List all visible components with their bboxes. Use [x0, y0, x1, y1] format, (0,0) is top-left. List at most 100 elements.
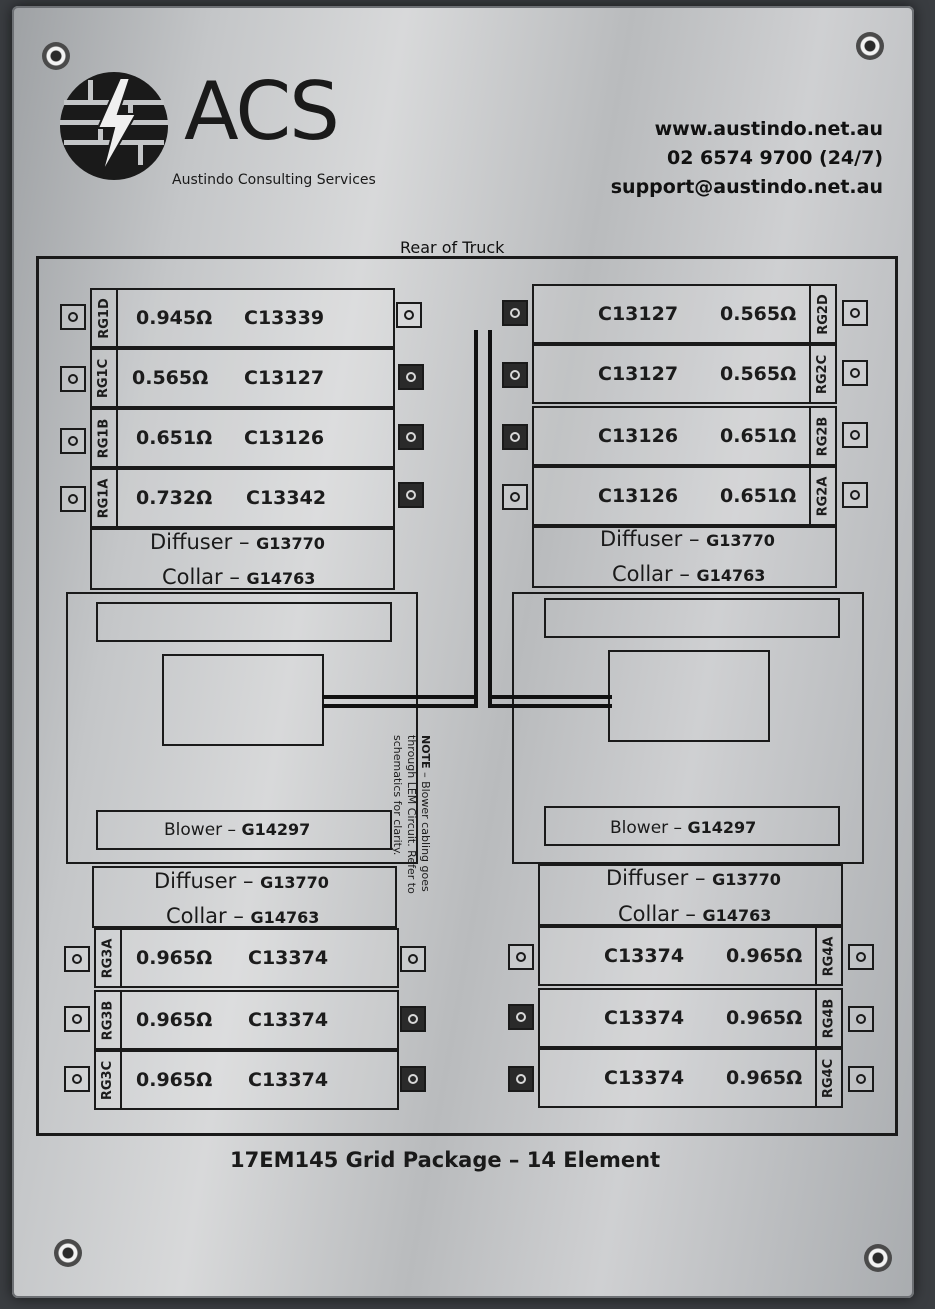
element-code: C13374	[604, 945, 685, 967]
terminal-icon	[842, 360, 868, 386]
email-address: support@austindo.net.au	[610, 176, 883, 198]
rear-of-truck-label: Rear of Truck	[400, 238, 505, 257]
terminal-icon	[848, 1066, 874, 1092]
element-code: C13339	[244, 307, 325, 329]
collar-label: Collar – G14763	[612, 562, 766, 586]
element-id: RG2B	[815, 416, 831, 456]
terminal-icon	[842, 482, 868, 508]
element-rg1a: RG1A 0.732Ω C13342	[90, 468, 395, 528]
blower-cable	[474, 330, 478, 708]
terminal-icon	[842, 422, 868, 448]
terminal-icon	[508, 1004, 534, 1030]
element-resistance: 0.651Ω	[720, 425, 797, 447]
blower-label: Blower – G14297	[610, 818, 757, 838]
diffuser-label: Diffuser – G13770	[150, 530, 325, 554]
terminal-icon	[508, 944, 534, 970]
element-id: RG3A	[100, 938, 116, 978]
element-code: C13127	[598, 363, 679, 385]
element-code: C13374	[248, 1069, 329, 1091]
element-id: RG3B	[100, 1000, 116, 1040]
element-code: C13126	[598, 425, 679, 447]
element-code: C13374	[248, 947, 329, 969]
terminal-icon	[64, 946, 90, 972]
element-rg2c: C13127 0.565Ω RG2C	[532, 344, 837, 404]
element-id: RG4C	[821, 1058, 837, 1098]
element-resistance: 0.732Ω	[136, 487, 213, 509]
blower-housing-right-bottom	[544, 806, 840, 846]
element-resistance: 0.965Ω	[136, 1069, 213, 1091]
terminal-icon	[848, 944, 874, 970]
element-resistance: 0.651Ω	[720, 485, 797, 507]
terminal-icon	[842, 300, 868, 326]
element-id: RG1B	[96, 418, 112, 458]
element-code: C13374	[604, 1007, 685, 1029]
blower-housing-left-bottom	[96, 810, 392, 850]
element-resistance: 0.965Ω	[136, 947, 213, 969]
element-code: C13374	[604, 1067, 685, 1089]
element-rg1c: RG1C 0.565Ω C13127	[90, 348, 395, 408]
terminal-icon	[508, 1066, 534, 1092]
mounting-hole-icon	[54, 1239, 82, 1267]
element-resistance: 0.565Ω	[720, 303, 797, 325]
terminal-icon	[64, 1066, 90, 1092]
element-id: RG1A	[96, 478, 112, 518]
collar-label: Collar – G14763	[618, 902, 772, 926]
element-code: C13126	[244, 427, 325, 449]
element-id: RG2C	[815, 354, 831, 394]
element-resistance: 0.945Ω	[136, 307, 213, 329]
logo-text: ACS	[184, 65, 340, 158]
element-id: RG2A	[815, 476, 831, 516]
element-resistance: 0.565Ω	[132, 367, 209, 389]
element-resistance: 0.965Ω	[726, 1007, 803, 1029]
blower-housing-right	[544, 598, 840, 638]
element-resistance: 0.651Ω	[136, 427, 213, 449]
element-rg4a: C13374 0.965Ω RG4A	[538, 926, 843, 986]
diffuser-block	[90, 528, 395, 590]
element-id: RG4B	[821, 998, 837, 1038]
blower-cable	[322, 695, 474, 699]
terminal-icon	[848, 1006, 874, 1032]
diffuser-block	[92, 866, 397, 928]
acs-logo-icon	[60, 72, 168, 180]
terminal-icon	[400, 1006, 426, 1032]
element-id: RG1C	[96, 358, 112, 398]
element-resistance: 0.565Ω	[720, 363, 797, 385]
element-rg4c: C13374 0.965Ω RG4C	[538, 1048, 843, 1108]
diffuser-label: Diffuser – G13770	[606, 866, 781, 890]
element-resistance: 0.965Ω	[726, 1067, 803, 1089]
terminal-icon	[60, 366, 86, 392]
element-code: C13126	[598, 485, 679, 507]
terminal-icon	[502, 362, 528, 388]
blower-housing-left	[96, 602, 392, 642]
mounting-hole-icon	[856, 32, 884, 60]
element-id: RG3C	[100, 1060, 116, 1100]
element-id: RG2D	[815, 293, 831, 335]
element-id: RG4A	[821, 936, 837, 976]
element-rg1b: RG1B 0.651Ω C13126	[90, 408, 395, 468]
terminal-icon	[64, 1006, 90, 1032]
terminal-icon	[398, 364, 424, 390]
grid-package-diagram	[36, 256, 898, 1136]
element-rg2d: C13127 0.565Ω RG2D	[532, 284, 837, 344]
element-resistance: 0.965Ω	[726, 945, 803, 967]
diffuser-block	[532, 526, 837, 588]
terminal-icon	[398, 482, 424, 508]
blower-cable	[488, 695, 612, 699]
terminal-icon	[60, 428, 86, 454]
phone-number: 02 6574 9700 (24/7)	[666, 147, 883, 169]
terminal-icon	[502, 484, 528, 510]
element-code: C13127	[244, 367, 325, 389]
diffuser-label: Diffuser – G13770	[600, 527, 775, 551]
mounting-hole-icon	[864, 1244, 892, 1272]
element-rg3c: RG3C 0.965Ω C13374	[94, 1050, 399, 1110]
blower-cable	[322, 704, 474, 708]
element-code: C13374	[248, 1009, 329, 1031]
terminal-icon	[400, 946, 426, 972]
element-code: C13127	[598, 303, 679, 325]
element-id: RG1D	[96, 297, 112, 339]
element-rg3b: RG3B 0.965Ω C13374	[94, 990, 399, 1050]
contact-block: www.austindo.net.au 02 6574 9700 (24/7) …	[611, 115, 883, 202]
terminal-icon	[502, 300, 528, 326]
package-title: 17EM145 Grid Package – 14 Element	[230, 1148, 661, 1172]
element-resistance: 0.965Ω	[136, 1009, 213, 1031]
